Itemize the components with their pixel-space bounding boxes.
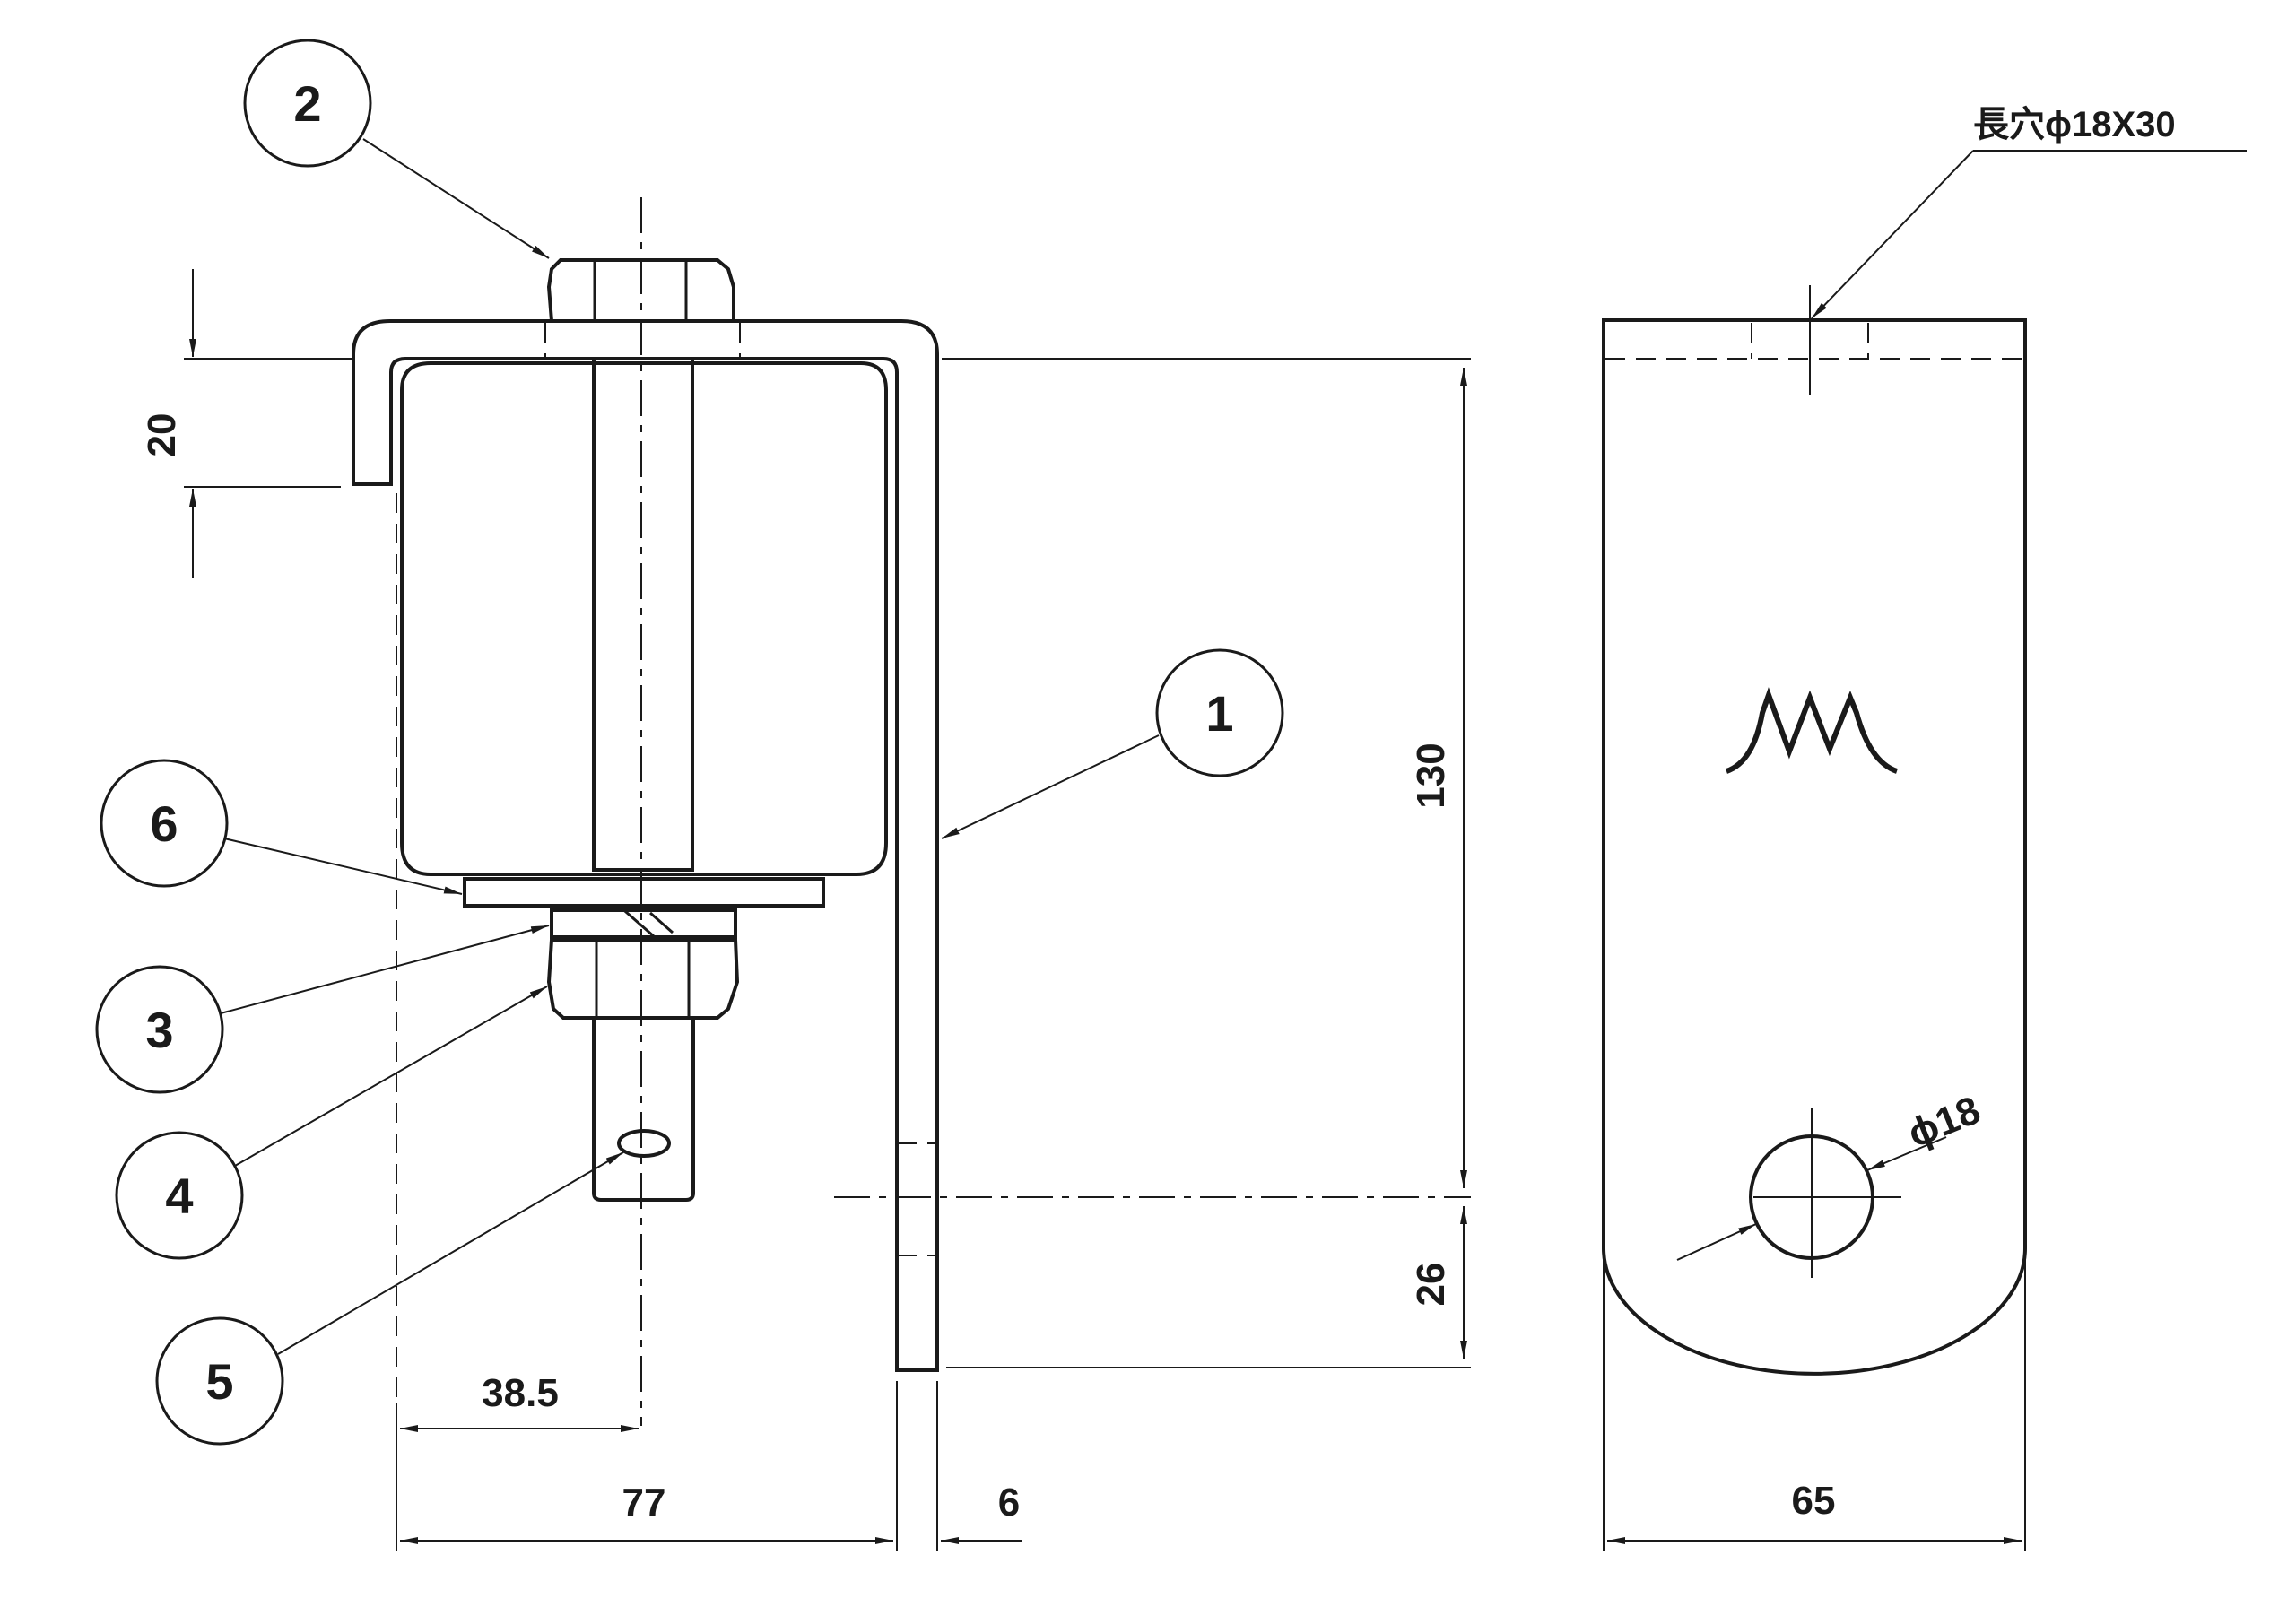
leader-line xyxy=(941,734,1160,839)
balloon-6-label: 6 xyxy=(150,795,178,852)
bracket-outline xyxy=(352,319,939,1372)
dim-hole-diameter: ϕ18 xyxy=(1901,1088,1986,1156)
lower-hex-nut xyxy=(546,938,740,1020)
washer-plate xyxy=(463,877,825,908)
balloon-circle xyxy=(243,39,372,168)
leader-line xyxy=(234,986,548,1167)
dim-plate-thickness: 6 xyxy=(998,1481,1020,1524)
side-plate-outline xyxy=(1602,318,2027,1376)
balloon-circle xyxy=(95,965,224,1094)
dim-height-main: 130 xyxy=(1409,743,1453,808)
side-view: ϕ18 長穴ϕ18X30 65 xyxy=(1602,105,2247,1551)
dim-arrow xyxy=(1676,1223,1757,1261)
leader-line xyxy=(220,925,550,1014)
leader-line xyxy=(223,838,463,895)
cotter-pin-hole xyxy=(617,1129,671,1158)
balloon-2-label: 2 xyxy=(293,75,321,132)
dim-height-lower: 26 xyxy=(1409,1263,1453,1307)
balloon-circle xyxy=(1155,648,1284,777)
dim-arrow xyxy=(1866,1136,1947,1171)
balloon-circle xyxy=(100,759,229,888)
leader-line xyxy=(1811,150,1974,319)
slot-note: 長穴ϕ18X30 xyxy=(1973,105,2176,144)
dim-hook-height: 20 xyxy=(140,413,184,457)
balloon-circle xyxy=(155,1316,284,1446)
balloon-circle xyxy=(115,1131,244,1260)
washer xyxy=(550,908,737,939)
balloon-5-label: 5 xyxy=(205,1353,233,1410)
dim-plate-width: 65 xyxy=(1792,1479,1836,1523)
washer-cut-line xyxy=(618,904,656,939)
front-dimensions: 20 130 26 38.5 77 6 xyxy=(140,269,1471,1551)
mountain-logo-icon xyxy=(1725,687,1899,774)
top-hex-nut xyxy=(546,258,735,323)
balloon-3-label: 3 xyxy=(145,1002,173,1058)
roller-body xyxy=(400,361,888,876)
shaft xyxy=(592,357,694,872)
front-view xyxy=(352,197,1471,1426)
washer-cut-line xyxy=(649,911,674,934)
leader-line xyxy=(362,138,550,259)
dim-inner-width: 77 xyxy=(622,1481,666,1524)
balloon-4-label: 4 xyxy=(165,1168,193,1224)
balloons: 2 1 6 3 4 5 xyxy=(95,39,1284,1446)
shaft-end xyxy=(592,1018,695,1202)
dim-bolt-offset: 38.5 xyxy=(482,1371,559,1415)
balloon-1-label: 1 xyxy=(1205,685,1233,742)
leader-line xyxy=(277,1151,624,1355)
